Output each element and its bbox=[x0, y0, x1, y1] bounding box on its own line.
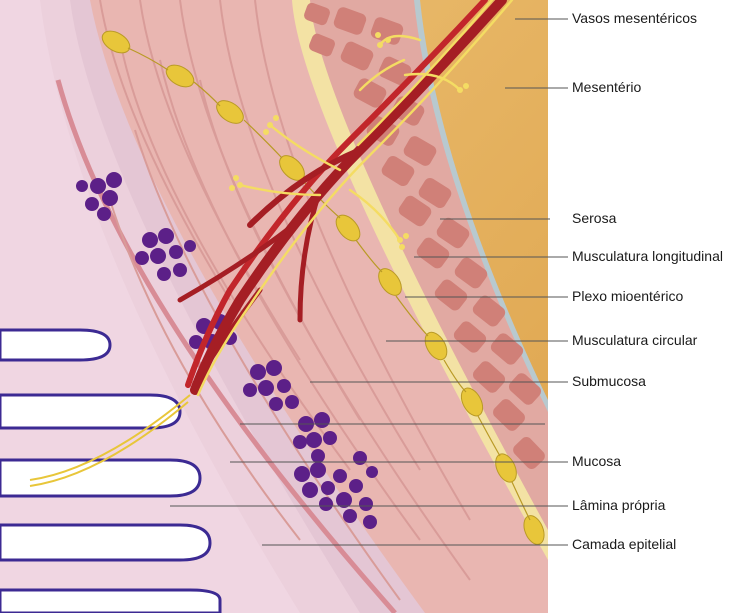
label-serosa: Serosa bbox=[572, 210, 617, 226]
label-vasos-mesentericos: Vasos mesentéricos bbox=[572, 10, 697, 26]
label-musculatura-longitudinal: Musculatura longitudinal bbox=[572, 248, 723, 264]
label-lamina-propria: Lâmina própria bbox=[572, 497, 666, 513]
label-plexo-mioenterico: Plexo mioentérico bbox=[572, 288, 683, 304]
label-musculatura-circular: Musculatura circular bbox=[572, 332, 698, 348]
label-camada-epitelial: Camada epitelial bbox=[572, 536, 676, 552]
label-mesenterio: Mesentério bbox=[572, 79, 641, 95]
diagram-labels: Vasos mesentéricos Mesentério Serosa Mus… bbox=[572, 10, 723, 552]
label-mucosa: Mucosa bbox=[572, 453, 621, 469]
label-submucosa: Submucosa bbox=[572, 373, 646, 389]
